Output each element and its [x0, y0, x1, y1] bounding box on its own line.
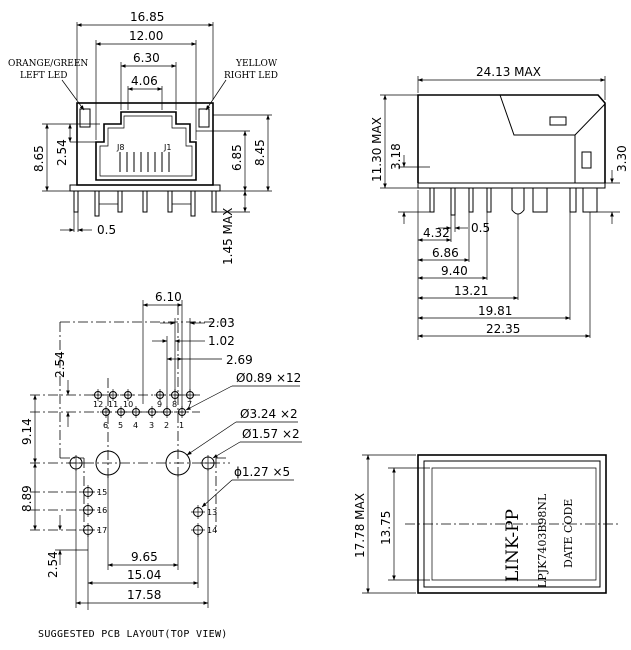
side-led-window: [581, 151, 592, 169]
front-base-flange: [69, 184, 221, 192]
dim-16-85: 16.85: [130, 10, 164, 24]
top-body-panel: [431, 467, 597, 581]
dim-3-18: 3.18: [389, 143, 403, 170]
dim-6-85: 6.85: [230, 144, 244, 171]
dim-9-14: 9.14: [20, 418, 34, 445]
pin-label-8: 8: [172, 400, 177, 409]
label-orange-green: ORANGE/GREEN: [8, 59, 88, 69]
dim-4-32: 4.32: [423, 226, 450, 240]
side-base: [417, 182, 606, 189]
dim-2-03: 2.03: [208, 316, 235, 330]
marking-date-code: DATE CODE: [562, 499, 575, 568]
pcb-layout: 12 11 10 9 8 7 6 5 4 3 2 1: [20, 290, 302, 640]
callout-holes-12: Ø0.89 ×12: [236, 371, 301, 385]
front-view: J8 J1 16.85 12.00 6.30: [8, 10, 278, 265]
rj45-contacts: [119, 152, 170, 172]
side-pins: [429, 188, 598, 216]
side-body-outline: [417, 94, 606, 183]
pcb-layout-caption: SUGGESTED PCB LAYOUT(TOP VIEW): [38, 629, 228, 640]
pin-label-14: 14: [207, 526, 217, 535]
rj45-port-inner: [99, 115, 193, 177]
callout-holes-led: ϕ1.27 ×5: [234, 465, 290, 479]
side-body-step: [499, 94, 576, 183]
dim-17-78-max: 17.78 MAX: [353, 493, 367, 558]
dim-9-40: 9.40: [441, 264, 468, 278]
callout-holes-big: Ø3.24 ×2: [240, 407, 298, 421]
dim-1-02: 1.02: [208, 334, 235, 348]
pin-label-3: 3: [149, 421, 154, 430]
marking-part-number: LPJK7403B98NL: [536, 493, 549, 588]
label-right-led: RIGHT LED: [224, 71, 278, 81]
pin-label-1: 1: [179, 421, 184, 430]
dim-17-58: 17.58: [127, 588, 161, 602]
dim-13-75: 13.75: [379, 511, 393, 545]
pin-label-6: 6: [103, 421, 108, 430]
dim-2-54-top: 2.54: [53, 351, 67, 378]
pcb-holes-led: [81, 485, 205, 537]
side-view: 24.13 MAX 11.30 MAX 3.18 3.30 4.32 0.5 6…: [370, 65, 629, 340]
dim-15-04: 15.04: [127, 568, 161, 582]
label-j1: J1: [163, 143, 171, 152]
pin-label-9: 9: [157, 400, 162, 409]
pin-label-13: 13: [207, 508, 217, 517]
dim-1-45-max: 1.45 MAX: [221, 208, 235, 265]
pin-label-7: 7: [187, 400, 192, 409]
dim-8-89: 8.89: [20, 485, 34, 512]
label-j8: J8: [116, 143, 124, 152]
dim-24-13-max: 24.13 MAX: [476, 65, 541, 79]
pin-label-16: 16: [97, 506, 107, 515]
dim-19-81: 19.81: [478, 304, 512, 318]
top-view: LINK-PP LPJK7403B98NL DATE CODE 17.78 MA…: [353, 454, 620, 594]
dim-11-30-max: 11.30 MAX: [370, 117, 384, 182]
dim-3-30: 3.30: [615, 145, 629, 172]
dim-6-30: 6.30: [133, 51, 160, 65]
dim-4-06: 4.06: [131, 74, 158, 88]
label-left-led: LEFT LED: [20, 71, 67, 81]
pin-label-15: 15: [97, 488, 107, 497]
left-led-window: [79, 108, 91, 128]
pin-label-17: 17: [97, 526, 107, 535]
rj45-port-opening: [95, 111, 197, 181]
label-yellow: YELLOW: [235, 59, 278, 69]
dim-9-65: 9.65: [131, 550, 158, 564]
dim-6-10: 6.10: [155, 290, 182, 304]
side-latch-slot: [549, 116, 567, 126]
dim-0-5-front: 0.5: [97, 223, 116, 237]
pin-label-4: 4: [133, 421, 138, 430]
dim-2-54: 2.54: [55, 139, 69, 166]
pin-label-2: 2: [164, 421, 169, 430]
dim-13-21: 13.21: [454, 284, 488, 298]
pcb-hole-big-left: [95, 450, 121, 476]
dim-0-5-side: 0.5: [471, 221, 490, 235]
right-led-window: [198, 108, 210, 128]
marking-brand: LINK-PP: [503, 509, 523, 582]
pin-label-10: 10: [123, 400, 133, 409]
pcb-holes-bottom-row: [100, 406, 188, 418]
pin-label-12: 12: [93, 400, 103, 409]
callout-holes-small: Ø1.57 ×2: [242, 427, 300, 441]
dim-12-00: 12.00: [129, 29, 163, 43]
pin-label-5: 5: [118, 421, 123, 430]
dim-2-69: 2.69: [226, 353, 253, 367]
dim-6-86: 6.86: [432, 246, 459, 260]
dim-8-65: 8.65: [32, 145, 46, 172]
front-body-outline: [76, 102, 214, 186]
dim-22-35: 22.35: [486, 322, 520, 336]
dim-8-45: 8.45: [253, 139, 267, 166]
front-pins: [73, 191, 217, 217]
pcb-hole-big-right: [165, 450, 191, 476]
dim-2-54-bottom: 2.54: [46, 551, 60, 578]
pin-label-11: 11: [108, 400, 118, 409]
